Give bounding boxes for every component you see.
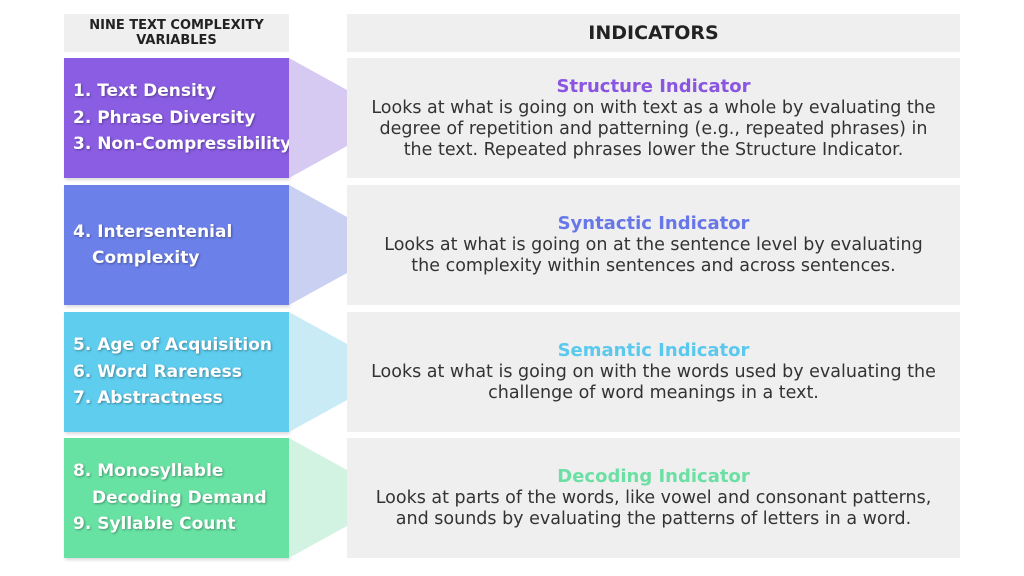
syntactic-connector-arrow	[289, 185, 347, 305]
arrow-shape	[289, 312, 347, 432]
variable-item: 8. Monosyllable	[73, 461, 224, 482]
variable-item: 1. Text Density	[73, 81, 216, 102]
variable-item: 7. Abstractness	[73, 388, 223, 409]
variables-header: NINE TEXT COMPLEXITY VARIABLES	[64, 14, 289, 52]
decoding-indicator-box: Decoding Indicator Looks at parts of the…	[347, 438, 960, 558]
variable-item: 9. Syllable Count	[73, 514, 236, 535]
indicator-title: Decoding Indicator	[557, 466, 750, 487]
variable-item: Decoding Demand	[92, 487, 267, 508]
indicator-title: Semantic Indicator	[557, 340, 750, 361]
variable-item: 4. Intersentenial	[73, 221, 233, 242]
variable-item: 6. Word Rareness	[73, 361, 242, 382]
arrow-shape	[289, 438, 347, 558]
indicator-title: Structure Indicator	[556, 75, 751, 97]
syntactic-variables-box: 4. Intersentenial Complexity	[64, 185, 289, 305]
variable-item: Complexity	[92, 248, 200, 268]
decoding-connector-arrow	[289, 438, 347, 558]
structure-connector-arrow	[289, 58, 347, 178]
arrow-shape	[289, 185, 347, 305]
variable-item: 2. Phrase Diversity	[73, 107, 256, 128]
indicator-description: Looks at parts of the words, like vowel …	[375, 488, 932, 529]
semantic-connector-arrow	[289, 312, 347, 432]
syntactic-indicator-box: Syntactic Indicator Looks at what is goi…	[347, 185, 960, 305]
indicators-header: INDICATORS	[347, 14, 960, 52]
indicator-description: Looks at what is going on with text as a…	[371, 97, 936, 160]
semantic-indicator-box: Semantic Indicator Looks at what is goin…	[347, 312, 960, 432]
variable-item: 5. Age of Acquisition	[73, 335, 272, 356]
decoding-variables-box: 8. Monosyllable Decoding Demand 9. Sylla…	[64, 438, 289, 558]
structure-variables-box: 1. Text Density 2. Phrase Diversity 3. N…	[64, 58, 292, 178]
structure-indicator-box: Structure Indicator Looks at what is goi…	[347, 58, 960, 178]
arrow-shape	[289, 58, 347, 178]
semantic-variables-box: 5. Age of Acquisition 6. Word Rareness 7…	[64, 312, 289, 432]
indicator-description: Looks at what is going on at the sentenc…	[384, 235, 923, 276]
variable-item: 3. Non-Compressibility	[73, 134, 292, 155]
indicator-description: Looks at what is going on with the words…	[371, 362, 936, 403]
indicator-title: Syntactic Indicator	[557, 213, 750, 234]
